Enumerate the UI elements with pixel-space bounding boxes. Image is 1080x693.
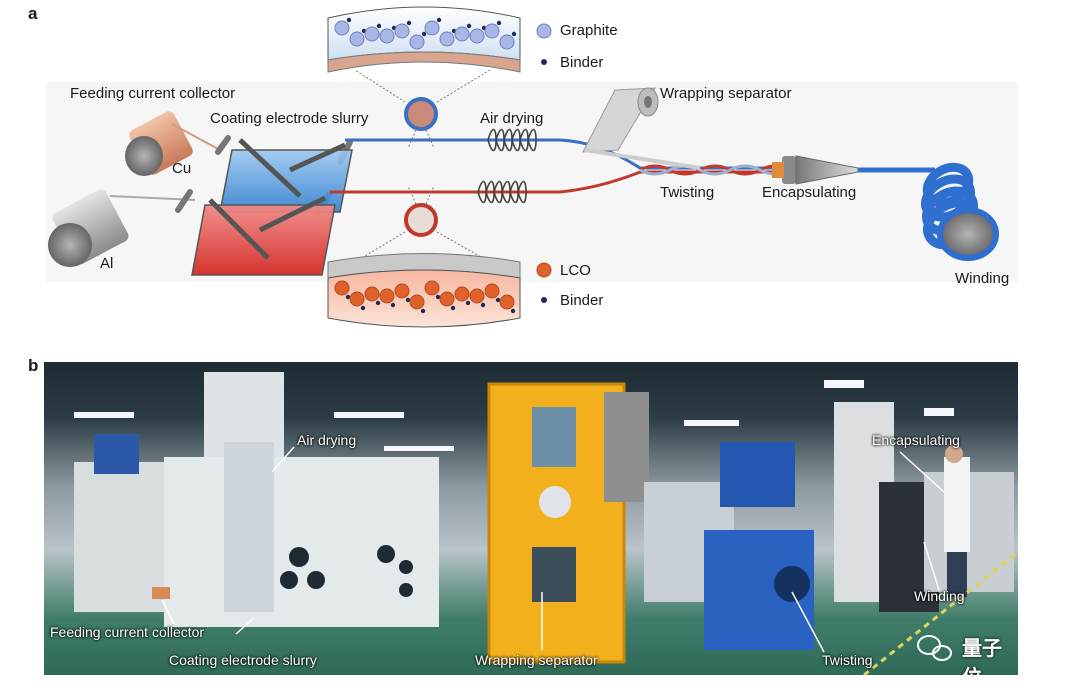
air-drying-coil-bottom bbox=[477, 180, 527, 204]
lco-particle bbox=[499, 294, 515, 310]
label-coating-electrode-slurry: Coating electrode slurry bbox=[210, 110, 369, 127]
lco-particle bbox=[439, 291, 455, 307]
graphite-particle bbox=[469, 28, 485, 44]
graphite-particle bbox=[484, 23, 500, 39]
panel-a-letter: a bbox=[28, 4, 38, 23]
lco-particle bbox=[349, 291, 365, 307]
lco-particle bbox=[364, 286, 380, 302]
anode-slurry-bath bbox=[219, 138, 353, 213]
separator-roll bbox=[582, 87, 701, 170]
label-twisting: Twisting bbox=[660, 184, 715, 201]
label-winding: Winding bbox=[955, 270, 1010, 287]
cathode-cross-section-icon bbox=[354, 185, 491, 263]
label-feeding-current-collector: Feeding current collector bbox=[70, 85, 236, 102]
lco-particle bbox=[469, 288, 485, 304]
photo-label-wrapping-separator: Wrapping separator bbox=[475, 652, 598, 668]
panel-b-letter: b bbox=[28, 356, 39, 375]
cathode-slurry-bath bbox=[191, 195, 336, 276]
photo-label-twisting: Twisting bbox=[822, 652, 873, 668]
binder-particle bbox=[465, 300, 471, 306]
binder-particle bbox=[376, 23, 382, 29]
binder-particle bbox=[360, 305, 366, 311]
legend-graphite: Graphite bbox=[560, 22, 618, 39]
winding-coil bbox=[921, 162, 999, 261]
photo-label-feeding-current-collector: Feeding current collector bbox=[50, 624, 205, 640]
legend-binder-top: Binder bbox=[560, 54, 604, 71]
encapsulating-nozzle bbox=[772, 155, 859, 185]
graphite-particle bbox=[499, 34, 515, 50]
lco-particle bbox=[484, 283, 500, 299]
twisted-fiber bbox=[639, 164, 791, 176]
lco-particle bbox=[394, 283, 410, 299]
binder-particle bbox=[390, 302, 396, 308]
binder-particle bbox=[450, 305, 456, 311]
air-drying-coil-top bbox=[487, 128, 537, 152]
photo-label-air-drying: Air drying bbox=[297, 432, 357, 448]
lco-magnified-view bbox=[327, 253, 521, 328]
legend-binder-bottom: Binder bbox=[560, 292, 604, 309]
graphite-particle bbox=[409, 34, 425, 50]
graphite-magnified-view bbox=[327, 6, 521, 73]
graphite-particle bbox=[349, 31, 365, 47]
binder-particle bbox=[375, 300, 381, 306]
photo-label-winding: Winding bbox=[914, 588, 965, 604]
lco-particle bbox=[424, 280, 440, 296]
binder-particle bbox=[496, 20, 502, 26]
wechat-watermark-icon bbox=[917, 635, 952, 661]
binder-particle bbox=[435, 294, 441, 300]
binder-legend-icon-top bbox=[541, 59, 547, 65]
graphite-legend-icon bbox=[536, 23, 552, 39]
label-encapsulating: Encapsulating bbox=[762, 184, 857, 201]
graphite-particle bbox=[454, 26, 470, 42]
cathode-fiber bbox=[330, 170, 780, 194]
lco-particle bbox=[379, 288, 395, 304]
binder-particle bbox=[406, 20, 412, 26]
binder-particle bbox=[511, 31, 517, 37]
graphite-particle bbox=[334, 20, 350, 36]
lco-particle bbox=[334, 280, 350, 296]
binder-particle bbox=[346, 17, 352, 23]
label-cu: Cu bbox=[172, 160, 192, 177]
lco-particle bbox=[409, 294, 425, 310]
graphite-particle bbox=[439, 31, 455, 47]
graphite-particle bbox=[379, 28, 395, 44]
cu-spool bbox=[125, 111, 221, 176]
anode-cross-section-icon bbox=[354, 69, 491, 149]
fabrication-schematic bbox=[46, 6, 1018, 328]
binder-particle bbox=[495, 297, 501, 303]
binder-particle bbox=[466, 23, 472, 29]
binder-particle bbox=[436, 17, 442, 23]
binder-particle bbox=[420, 308, 426, 314]
graphite-particle bbox=[364, 26, 380, 42]
graphite-particle bbox=[394, 23, 410, 39]
legend-lco: LCO bbox=[560, 262, 591, 279]
binder-particle bbox=[421, 31, 427, 37]
label-al: Al bbox=[100, 255, 114, 272]
al-spool bbox=[48, 189, 196, 267]
production-line-photo: Air drying Encapsulating Winding Feeding… bbox=[44, 362, 1018, 675]
lco-legend-icon bbox=[536, 262, 552, 278]
photo-label-coating-electrode-slurry: Coating electrode slurry bbox=[169, 652, 317, 668]
label-air-drying: Air drying bbox=[480, 110, 544, 127]
binder-particle bbox=[510, 308, 516, 314]
binder-particle bbox=[345, 294, 351, 300]
binder-particle bbox=[480, 302, 486, 308]
lco-particle bbox=[454, 286, 470, 302]
watermark-text: 量子位 bbox=[962, 638, 1002, 675]
binder-particle bbox=[405, 297, 411, 303]
label-wrapping-separator: Wrapping separator bbox=[660, 85, 792, 102]
graphite-particle bbox=[424, 20, 440, 36]
photo-label-encapsulating: Encapsulating bbox=[872, 432, 960, 448]
binder-legend-icon-bottom bbox=[541, 297, 547, 303]
